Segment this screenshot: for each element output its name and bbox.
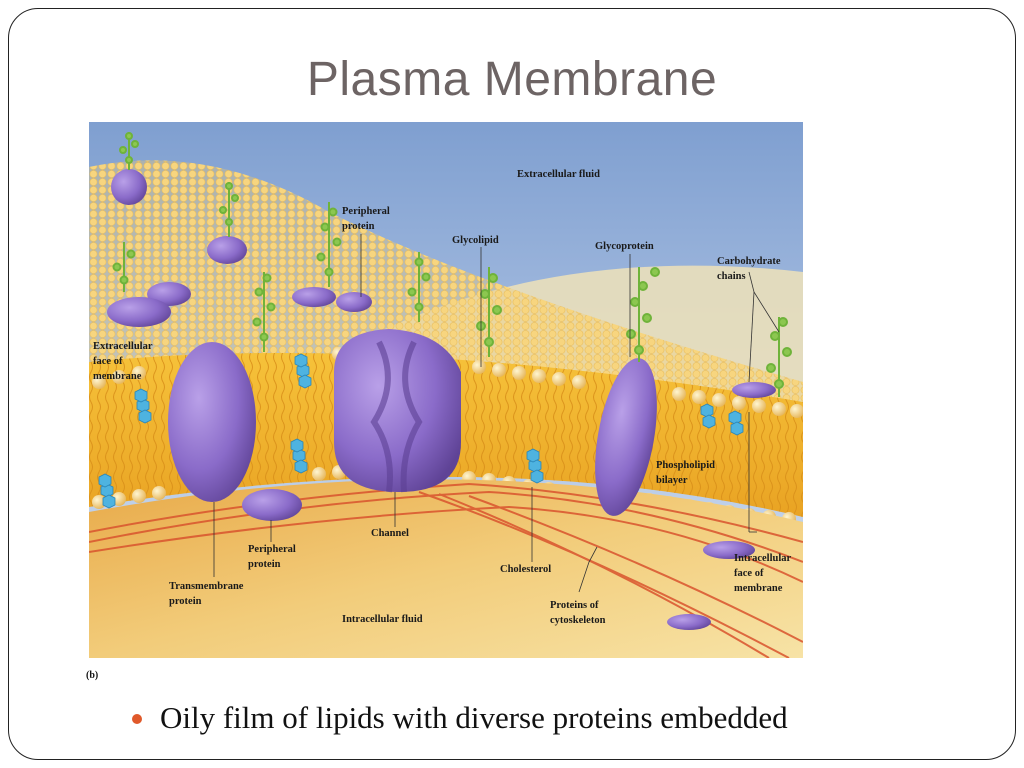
label-peripheral-protein-top: Peripheral protein [342, 206, 390, 232]
label-carbohydrate-chains: Carbohydrate chains [717, 256, 781, 282]
label-cholesterol: Cholesterol [500, 564, 552, 575]
figure-sublabel: (b) [86, 670, 99, 681]
label-extracellular-fluid: Extracellular fluid [517, 169, 600, 180]
label-glycolipid: Glycolipid [452, 235, 499, 246]
label-intracellular-fluid: Intracellular fluid [342, 614, 423, 625]
label-intracellular-face: Intracellular face of membrane [734, 553, 792, 594]
bullet-dot-icon [132, 714, 142, 724]
membrane-illustration [89, 122, 803, 658]
slide-title: Plasma Membrane [306, 53, 718, 106]
label-glycoprotein: Glycoprotein [595, 241, 654, 252]
label-channel: Channel [371, 528, 409, 539]
label-phospholipid-bilayer: Phospholipid bilayer [656, 460, 715, 486]
bullet-text: Oily film of lipids with diverse protein… [160, 700, 788, 735]
bullet-item: Oily film of lipids with diverse protein… [132, 700, 788, 736]
label-extracellular-face: Extracellular face of membrane [93, 341, 153, 382]
label-peripheral-protein-bottom: Peripheral protein [248, 544, 296, 570]
label-transmembrane-protein: Transmembrane protein [169, 581, 244, 607]
label-proteins-of-cytoskeleton: Proteins of cytoskeleton [550, 600, 606, 626]
membrane-diagram: Extracellular fluid Peripheral protein G… [89, 122, 803, 658]
